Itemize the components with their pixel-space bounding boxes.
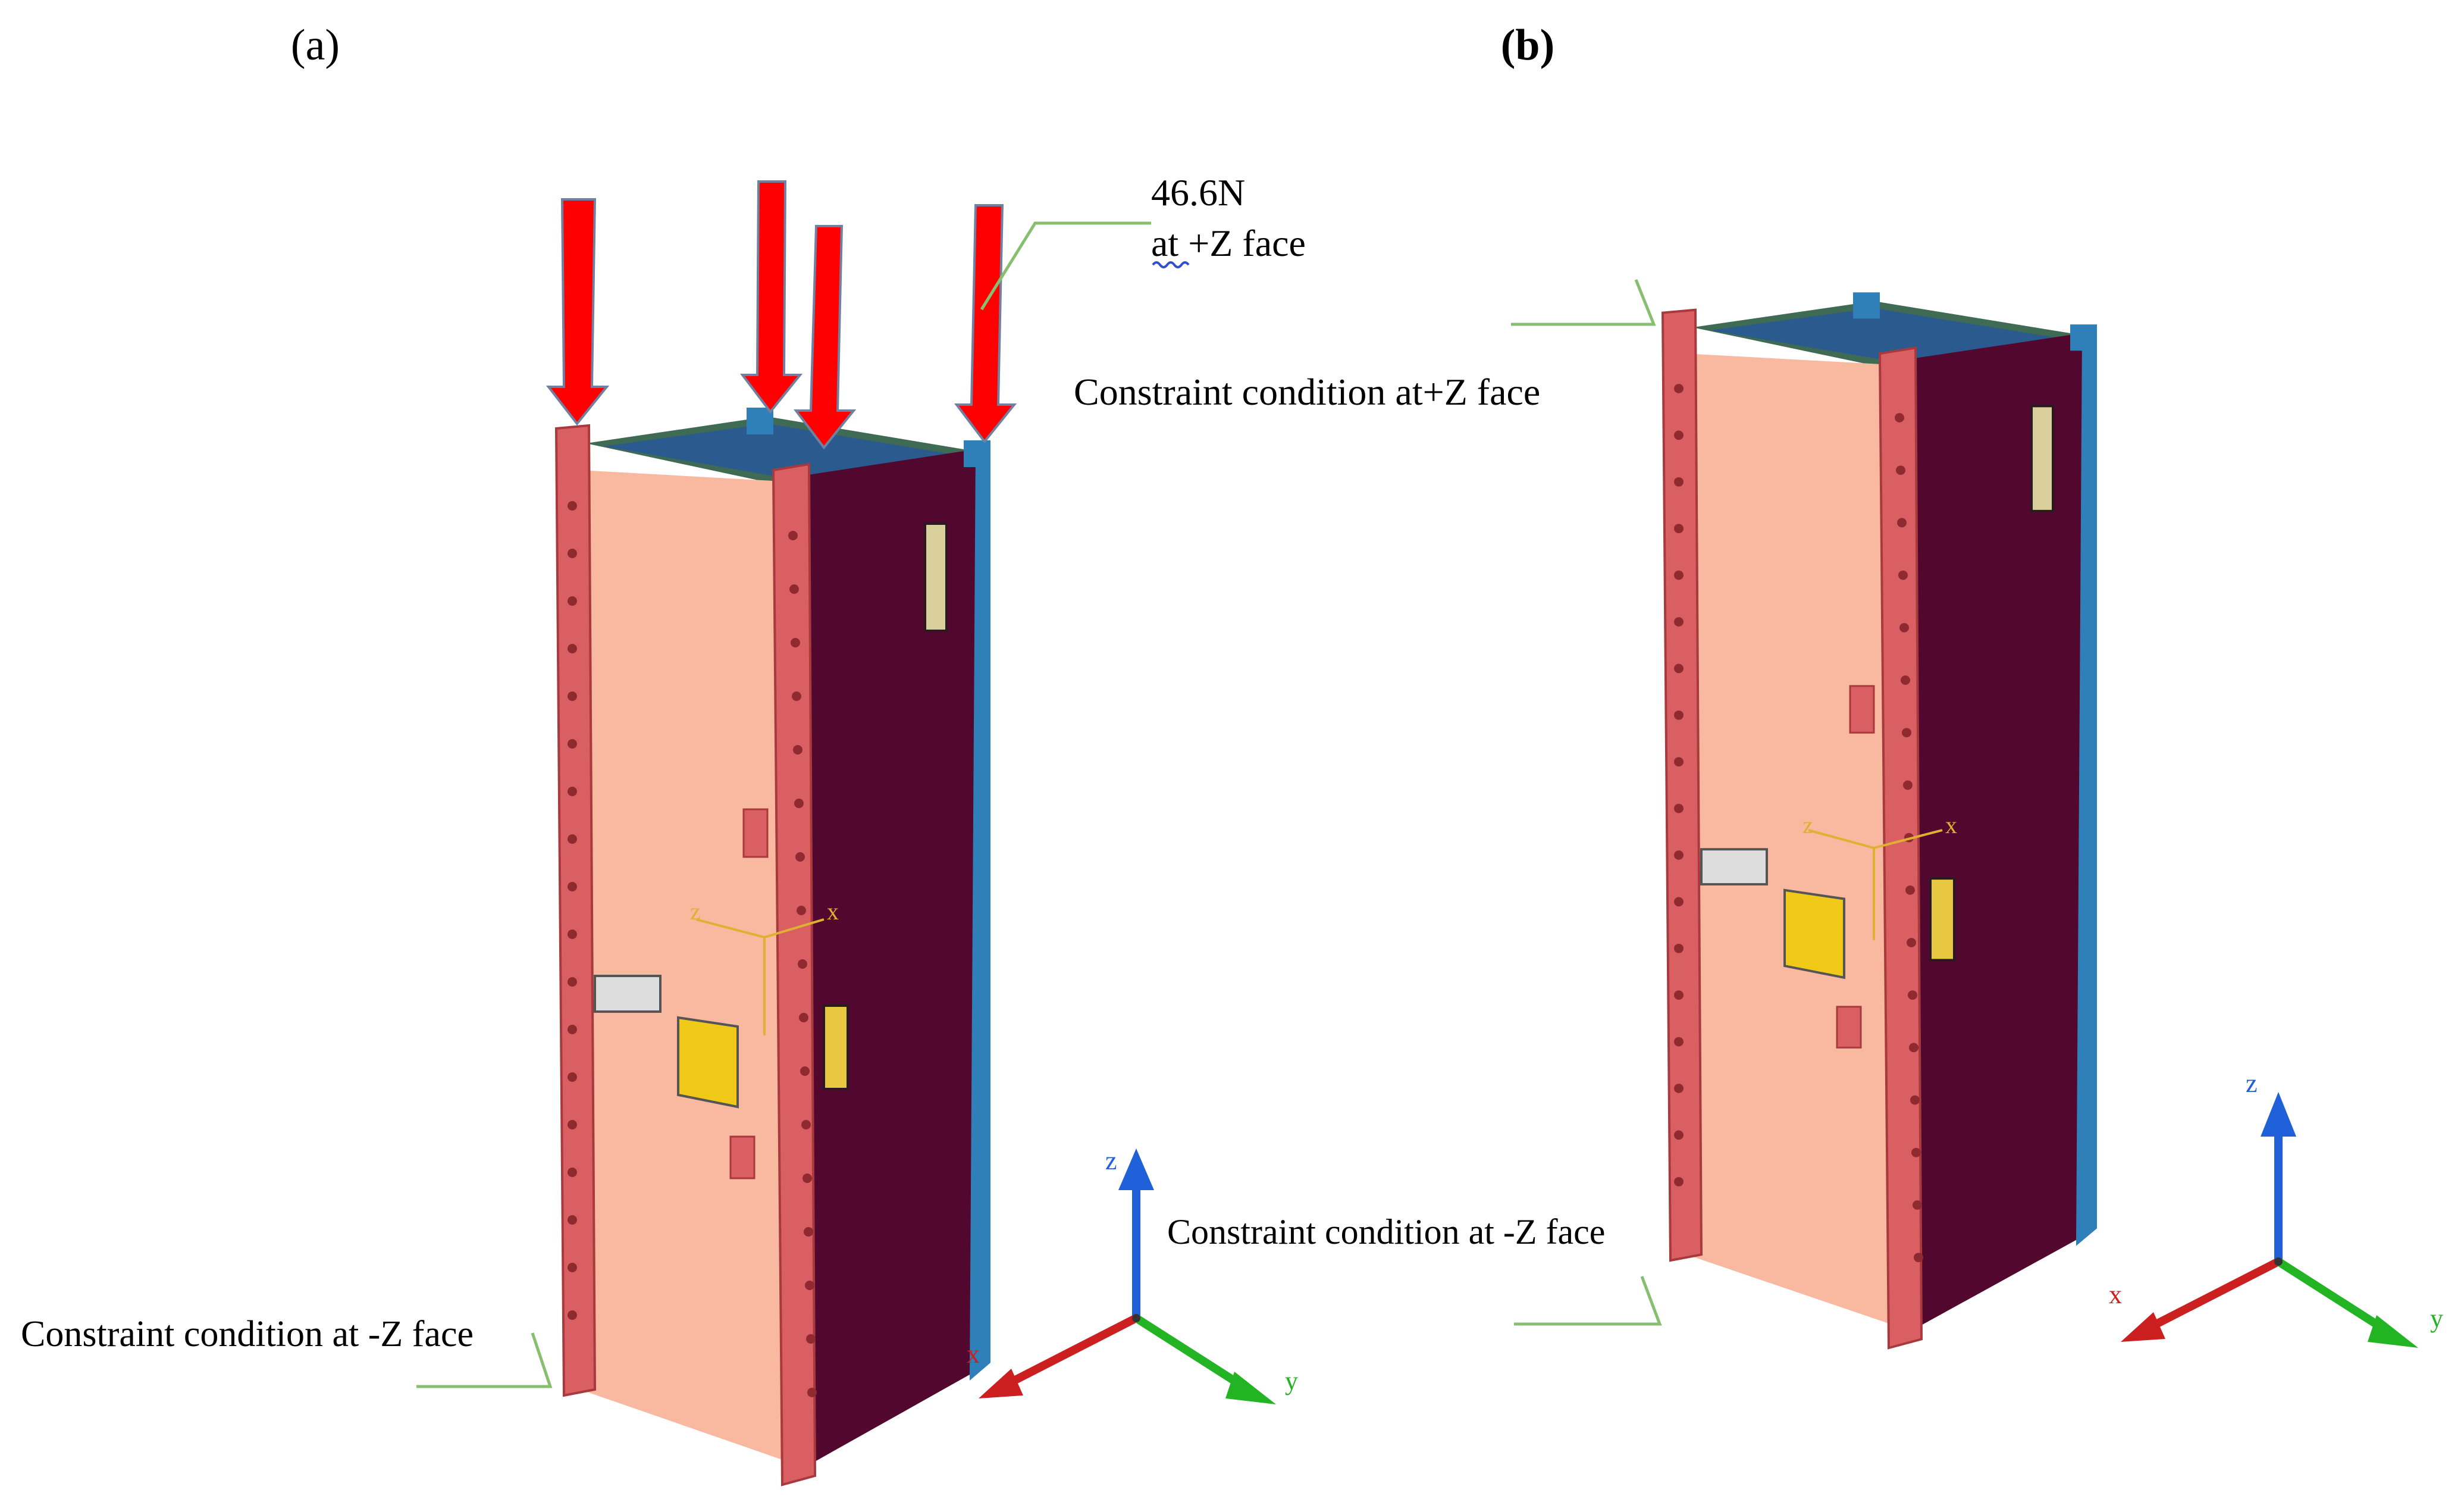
cubesat-model-a xyxy=(555,406,992,1486)
force-arrow xyxy=(546,198,610,426)
local-axes-a xyxy=(695,918,825,1035)
local-axis-x-label-a: x xyxy=(827,898,839,925)
force-leader-line xyxy=(980,221,1151,311)
bottom-constraint-leader-a xyxy=(416,1332,553,1388)
axis-z-label-a: z xyxy=(1105,1146,1117,1175)
top-constraint-leader-b xyxy=(1511,279,1656,326)
axis-y-label-b: y xyxy=(2430,1304,2443,1333)
local-axis-z-label-b: z xyxy=(1802,812,1813,838)
local-axis-z-label-a: z xyxy=(690,898,701,925)
force-location-label: at +Z face xyxy=(1151,222,1306,264)
force-value-label: 46.6N xyxy=(1151,171,1245,214)
force-arrow xyxy=(793,225,857,450)
axis-y-label-a: y xyxy=(1285,1366,1298,1395)
force-arrow xyxy=(739,180,803,414)
panel-a-label: (a) xyxy=(291,21,340,70)
axis-x-label-b: x xyxy=(2109,1280,2122,1309)
local-axis-x-label-b: x xyxy=(1945,812,1957,838)
panel-b-label: (b) xyxy=(1501,21,1554,70)
panel-a: (a) 46.6N at +Z face Constraint conditio… xyxy=(21,21,1306,1486)
axis-z-label-b: z xyxy=(2246,1069,2258,1098)
force-arrows xyxy=(546,180,1017,450)
spell-check-squiggle xyxy=(1152,261,1190,268)
local-axes-b xyxy=(1808,829,1943,940)
panel-b: (b) Constraint condition at+Z face Const… xyxy=(1074,21,2443,1350)
top-constraint-label-b: Constraint condition at+Z face xyxy=(1074,371,1540,413)
bottom-constraint-label-b: Constraint condition at -Z face xyxy=(1167,1212,1605,1251)
axis-triad-b xyxy=(2121,1092,2418,1348)
cubesat-model-b xyxy=(1662,291,2098,1350)
axis-triad-a xyxy=(979,1148,1276,1404)
force-arrow xyxy=(954,204,1017,444)
bottom-constraint-leader-b xyxy=(1514,1276,1662,1326)
axis-x-label-a: x xyxy=(967,1340,980,1369)
bottom-constraint-label-a: Constraint condition at -Z face xyxy=(21,1314,474,1354)
